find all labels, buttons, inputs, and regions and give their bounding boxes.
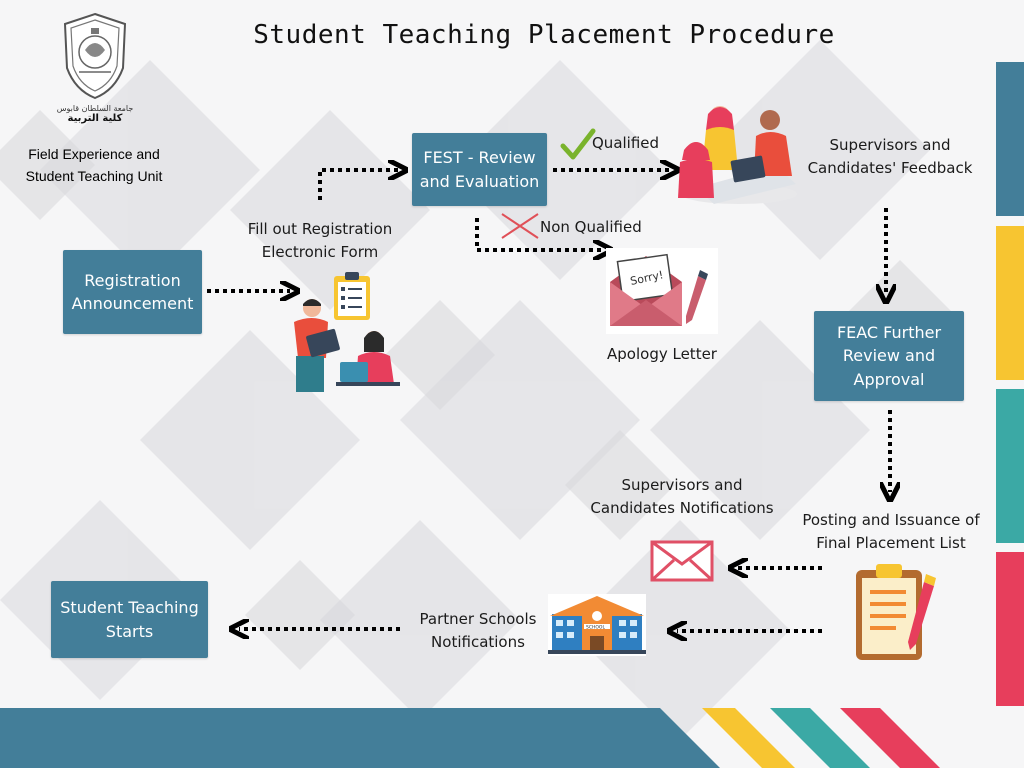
side-bar-yellow xyxy=(996,226,1024,380)
check-icon xyxy=(560,128,596,160)
non-qualified-label: Non Qualified xyxy=(540,218,642,236)
team-meeting-icon xyxy=(678,106,797,204)
student-teaching-starts-box: Student Teaching Starts xyxy=(51,581,208,658)
clipboard-checklist-icon xyxy=(334,272,370,320)
logo-arabic-line1: جامعة السلطان قابوس xyxy=(56,104,134,113)
posting-label: Posting and Issuance of Final Placement … xyxy=(802,511,980,552)
side-bar-teal xyxy=(996,389,1024,543)
arrow-form-to-fest xyxy=(318,170,398,200)
school-building-icon: SCHOOL xyxy=(548,594,646,656)
svg-text:SCHOOL: SCHOOL xyxy=(586,625,605,631)
logo-arabic-line2: كلية التربية xyxy=(67,113,123,124)
fest-review-box: FEST - Review and Evaluation xyxy=(412,133,547,206)
side-bar-red xyxy=(996,552,1024,706)
people-with-laptop-icon xyxy=(294,299,400,392)
university-logo: جامعة السلطان قابوس كلية التربية xyxy=(55,10,135,124)
registration-announcement-box: Registration Announcement xyxy=(63,250,202,334)
cross-icon xyxy=(501,213,539,239)
sorry-envelope-icon: Sorry! xyxy=(606,248,718,334)
supervisors-notifications-label: Supervisors and Candidates Notifications xyxy=(590,476,774,517)
clipboard-pencil-icon xyxy=(856,564,936,660)
qualified-label: Qualified xyxy=(592,134,660,152)
apology-letter-label: Apology Letter xyxy=(607,345,717,363)
partner-schools-label: Partner Schools Notifications xyxy=(419,610,537,651)
feedback-label: Supervisors and Candidates' Feedback xyxy=(807,136,973,177)
page-title: Student Teaching Placement Procedure xyxy=(253,20,835,50)
envelope-icon xyxy=(650,540,714,582)
unit-name: Field Experience and Student Teaching Un… xyxy=(25,146,163,184)
bottom-band xyxy=(0,708,1024,768)
arrow-fest-to-apology xyxy=(475,218,603,250)
side-bar-blue xyxy=(996,62,1024,216)
university-seal-icon xyxy=(63,12,127,100)
fill-form-label: Fill out Registration Electronic Form xyxy=(247,220,393,261)
feac-review-box: FEAC Further Review and Approval xyxy=(814,311,964,401)
